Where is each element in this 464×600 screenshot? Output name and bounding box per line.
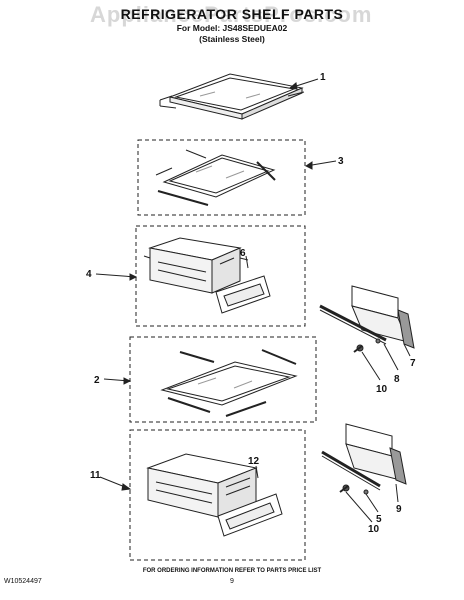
callout-10-lower: 10 bbox=[368, 524, 380, 535]
crisper-drawer-part-4 bbox=[143, 237, 249, 294]
callout-11: 11 bbox=[90, 470, 101, 481]
callout-3: 3 bbox=[338, 156, 344, 167]
leader-lines bbox=[95, 78, 411, 523]
drawer-cover-part-12 bbox=[217, 493, 283, 537]
watermark: AppliancePartsPros.com bbox=[90, 2, 373, 27]
variant-line: (Stainless Steel) bbox=[199, 34, 265, 44]
callout-2: 2 bbox=[94, 375, 100, 386]
page-title: REFRIGERATOR SHELF PARTS bbox=[120, 6, 344, 22]
page-number: 9 bbox=[230, 578, 234, 585]
slide-rail-assembly-lower bbox=[321, 423, 407, 495]
group-box-part-3 bbox=[137, 139, 306, 216]
callout-1: 1 bbox=[320, 72, 326, 83]
ordering-note: FOR ORDERING INFORMATION REFER TO PARTS … bbox=[142, 568, 322, 574]
callout-10-upper: 10 bbox=[376, 384, 388, 395]
callout-5: 5 bbox=[376, 514, 382, 525]
glass-shelf-part-2 bbox=[160, 349, 298, 417]
slide-rail-assembly-upper bbox=[319, 285, 415, 353]
callout-4: 4 bbox=[86, 269, 92, 280]
callout-9: 9 bbox=[396, 504, 402, 515]
callout-7: 7 bbox=[410, 358, 416, 369]
group-box-part-11 bbox=[129, 429, 306, 561]
document-number: W10524497 bbox=[4, 578, 42, 585]
deli-drawer-part-11 bbox=[146, 453, 258, 518]
group-box-part-2 bbox=[129, 336, 317, 423]
callout-6: 6 bbox=[240, 248, 246, 259]
callout-8: 8 bbox=[394, 374, 400, 385]
model-line: For Model: JS48SEDUEA02 bbox=[176, 23, 288, 33]
group-box-part-4 bbox=[135, 225, 306, 327]
glass-shelf-part-3 bbox=[155, 149, 276, 206]
drawer-cover-part-6 bbox=[215, 275, 271, 314]
glass-shelf-part-1 bbox=[159, 73, 305, 120]
callout-12: 12 bbox=[248, 456, 260, 467]
